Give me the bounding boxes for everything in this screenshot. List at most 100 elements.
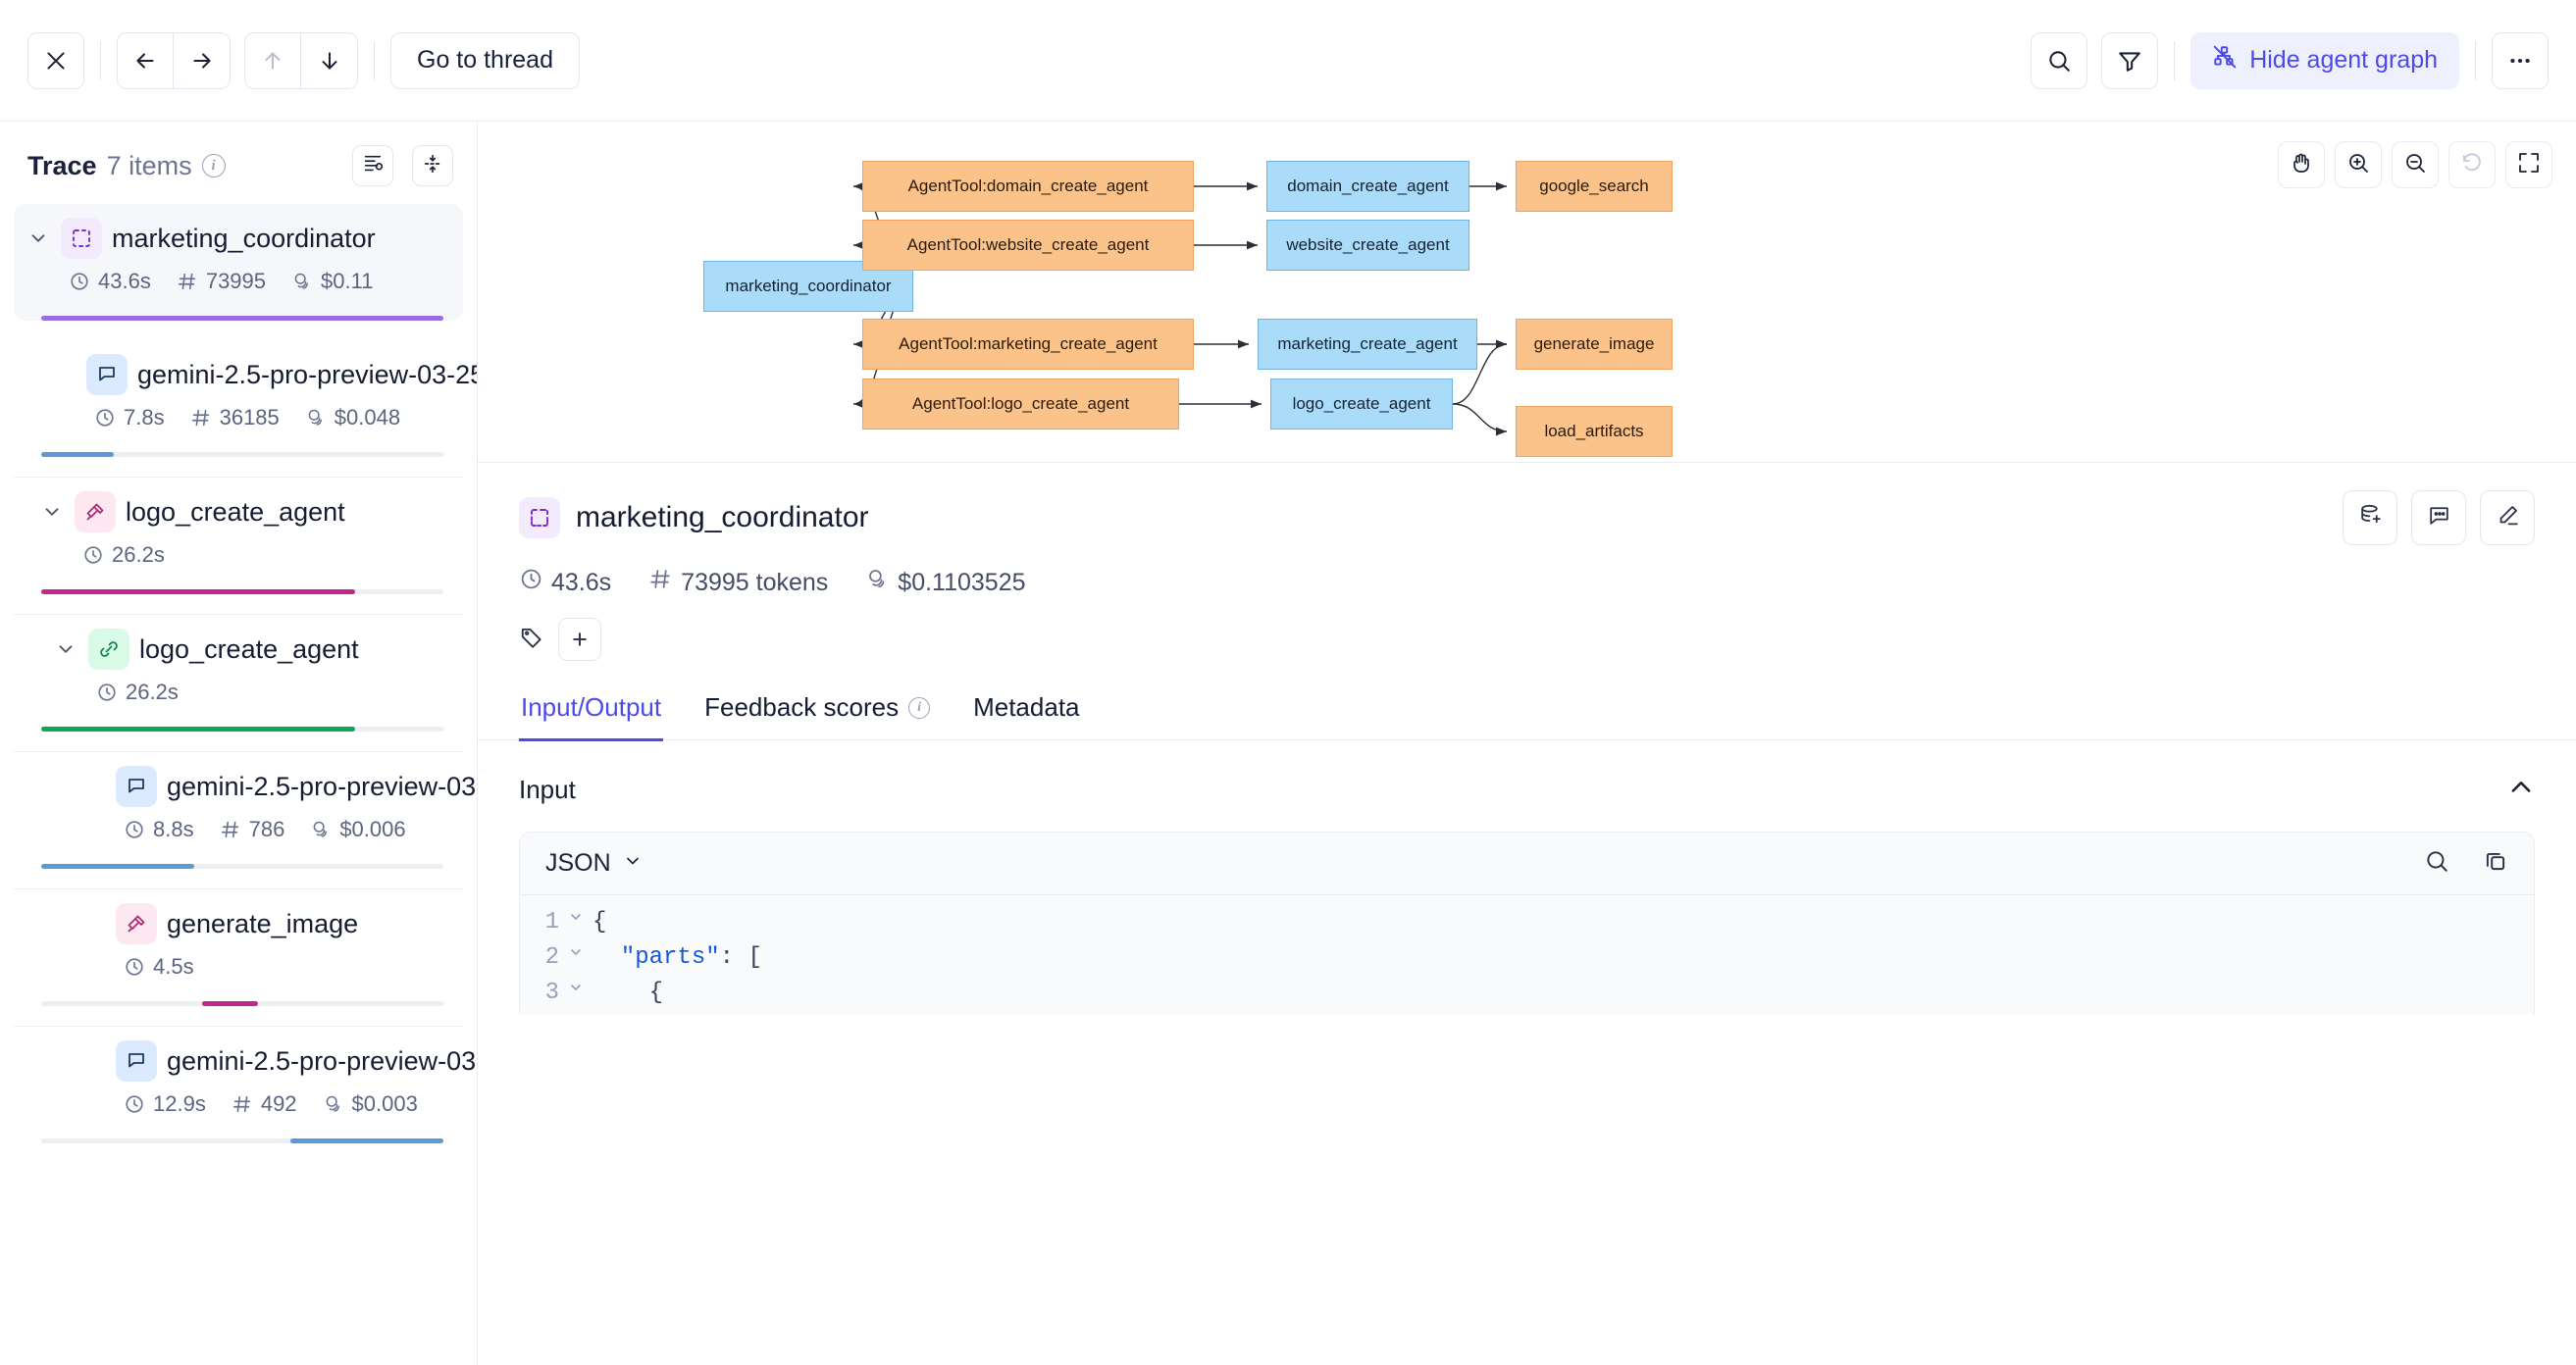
node-cost-value: $0.003	[351, 1091, 418, 1116]
input-output-section: Input JSON	[478, 740, 2576, 1015]
hammer-icon	[116, 903, 157, 944]
comment-button[interactable]	[2411, 490, 2466, 545]
previous-row-button[interactable]	[244, 31, 301, 89]
input-label: Input	[519, 775, 576, 804]
add-to-dataset-button[interactable]	[2343, 490, 2397, 545]
fullscreen-button[interactable]	[2505, 141, 2552, 188]
trace-title: Trace	[27, 150, 97, 180]
graph-node-logo_create_agent[interactable]: logo_create_agent	[1270, 379, 1453, 430]
reset-icon	[2460, 151, 2484, 179]
reset-view-button[interactable]	[2448, 141, 2496, 188]
json-copy-button[interactable]	[2483, 848, 2508, 879]
back-button[interactable]	[117, 31, 174, 89]
line-text: {	[592, 980, 664, 1006]
line-text: "parts": [	[620, 944, 762, 971]
input-section-header[interactable]: Input	[519, 740, 2535, 832]
info-icon[interactable]: i	[201, 154, 226, 177]
chat-icon	[116, 1040, 157, 1082]
search-button[interactable]	[2031, 31, 2088, 89]
filter-button[interactable]	[2101, 31, 2159, 89]
toggle-details-button[interactable]	[352, 145, 393, 186]
graph-node-load_artifacts[interactable]: load_artifacts	[1516, 406, 1673, 457]
expand-toggle[interactable]	[53, 636, 78, 662]
graph-node-label: website_create_agent	[1286, 235, 1450, 254]
graph-node-label: logo_create_agent	[1292, 394, 1431, 413]
divider	[100, 40, 101, 80]
info-icon[interactable]: i	[908, 696, 931, 719]
add-tag-button[interactable]: +	[558, 618, 601, 661]
tab-metadata[interactable]: Metadata	[971, 686, 1081, 741]
node-cost: $0.048	[305, 405, 400, 430]
hammer-icon	[75, 491, 116, 532]
copy-icon	[2483, 848, 2508, 879]
graph-tools	[2278, 141, 2552, 188]
more-options-button[interactable]	[2492, 31, 2549, 89]
trace-node[interactable]: gemini-2.5-pro-preview-03-258.8s786$0.00…	[14, 752, 477, 869]
node-tokens-value: 36185	[219, 405, 280, 430]
forward-button[interactable]	[174, 31, 231, 89]
chat-icon	[116, 766, 157, 807]
tags-row: +	[519, 618, 2535, 661]
close-button[interactable]	[27, 31, 84, 89]
collapse-all-button[interactable]	[412, 145, 453, 186]
node-duration-track	[41, 452, 443, 457]
next-row-button[interactable]	[301, 31, 358, 89]
tokens-value: 73995 tokens	[681, 568, 829, 596]
tab-input-output[interactable]: Input/Output	[519, 686, 664, 741]
graph-node-website_create_agent[interactable]: website_create_agent	[1266, 220, 1469, 271]
frame-icon	[519, 497, 560, 538]
pan-tool-button[interactable]	[2278, 141, 2325, 188]
node-duration-track	[41, 1138, 443, 1143]
tab-label: Metadata	[973, 692, 1080, 722]
graph-node-label: AgentTool:marketing_create_agent	[899, 334, 1158, 353]
node-metrics: 4.5s	[14, 944, 463, 980]
zoom-in-button[interactable]	[2335, 141, 2382, 188]
fold-toggle-icon[interactable]	[559, 980, 592, 995]
json-code-lines[interactable]: 1{2 "parts": [3 {	[520, 895, 2534, 1015]
graph-node-domain_create_agent[interactable]: domain_create_agent	[1266, 161, 1469, 212]
graph-node-at_website[interactable]: AgentTool:website_create_agent	[862, 220, 1194, 271]
divider	[374, 40, 375, 80]
node-duration-value: 12.9s	[153, 1091, 206, 1116]
expand-toggle[interactable]	[39, 499, 65, 525]
node-duration: 43.6s	[69, 269, 151, 294]
node-label: gemini-2.5-pro-preview-03-25	[167, 771, 477, 801]
format-select[interactable]: JSON	[545, 849, 643, 878]
fold-toggle-icon[interactable]	[559, 944, 592, 960]
divider	[2475, 40, 2476, 80]
edit-button[interactable]	[2480, 490, 2535, 545]
trace-node[interactable]: gemini-2.5-pro-preview-03-2512.9s492$0.0…	[14, 1027, 477, 1143]
top-toolbar: Go to thread Hide agent graph	[0, 0, 2576, 122]
cost-value: $0.1103525	[898, 568, 1026, 596]
graph-node-marketing_create_agent[interactable]: marketing_create_agent	[1258, 319, 1477, 370]
graph-node-at_domain[interactable]: AgentTool:domain_create_agent	[862, 161, 1194, 212]
node-duration-bar	[41, 727, 355, 732]
node-duration-bar	[41, 864, 194, 869]
graph-node-at_logo[interactable]: AgentTool:logo_create_agent	[862, 379, 1179, 430]
graph-node-at_marketing[interactable]: AgentTool:marketing_create_agent	[862, 319, 1194, 370]
expand-toggle[interactable]	[26, 226, 51, 251]
node-cost: $0.006	[310, 817, 406, 842]
graph-node-google_search[interactable]: google_search	[1516, 161, 1673, 212]
go-to-thread-button[interactable]: Go to thread	[390, 31, 580, 89]
fold-toggle-icon[interactable]	[559, 909, 592, 925]
chevron-up-icon[interactable]	[2507, 774, 2535, 806]
hide-agent-graph-button[interactable]: Hide agent graph	[2190, 31, 2459, 89]
search-icon	[2424, 848, 2449, 879]
node-duration-value: 7.8s	[124, 405, 165, 430]
graph-node-generate_image[interactable]: generate_image	[1516, 319, 1673, 370]
json-search-button[interactable]	[2424, 848, 2449, 879]
node-duration-track	[41, 589, 443, 594]
zoom-out-button[interactable]	[2392, 141, 2439, 188]
